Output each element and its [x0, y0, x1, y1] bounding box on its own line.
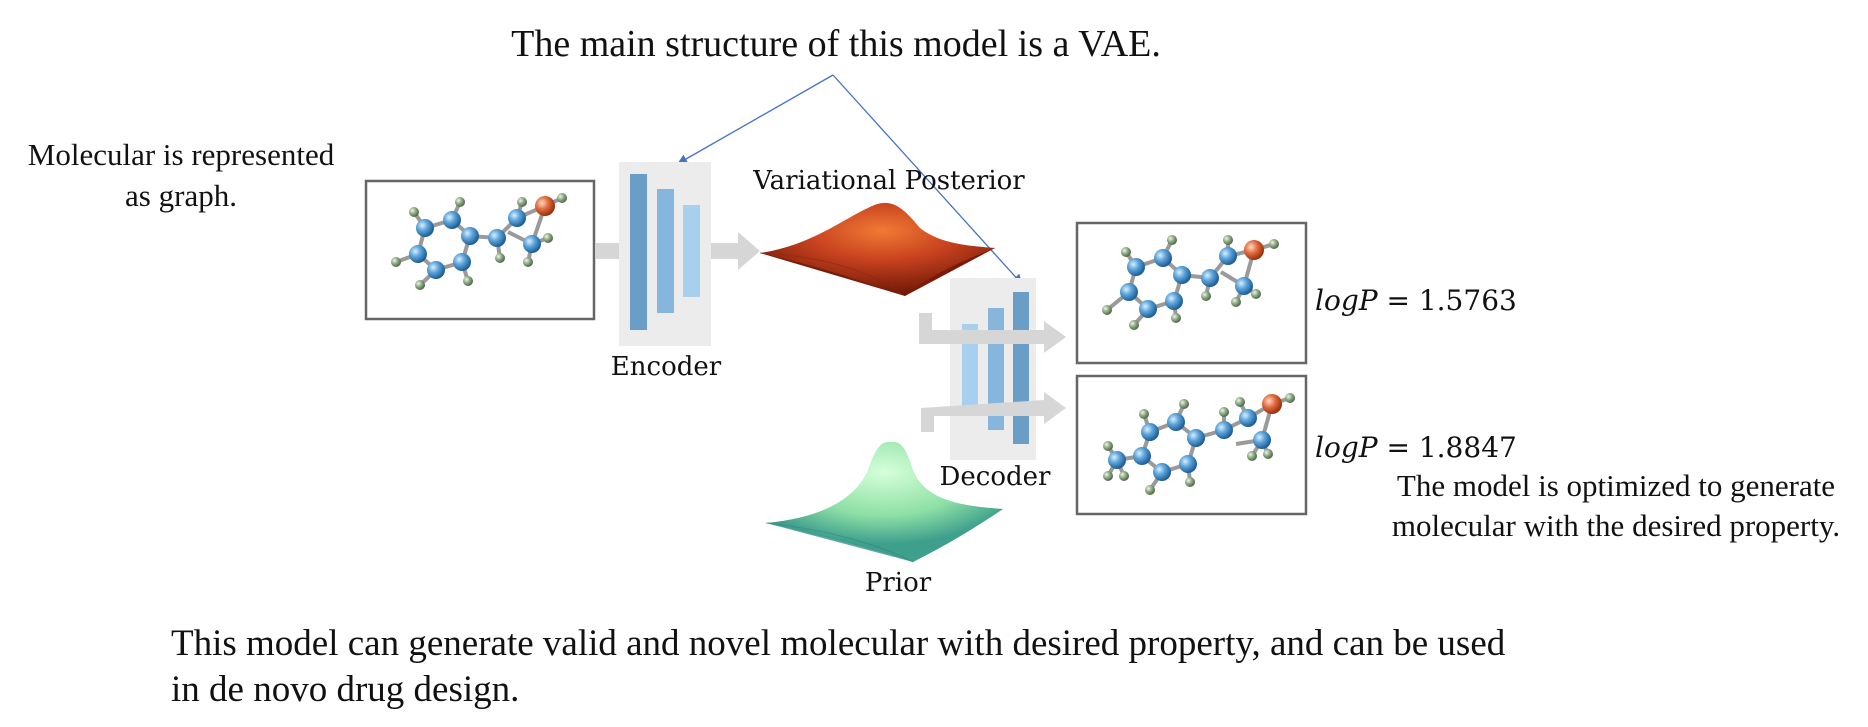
graph-representation-note: Molecular is represented as graph. [0, 134, 362, 216]
posterior-distribution [759, 202, 995, 297]
encoder-layer-1 [630, 174, 647, 330]
input-molecule [391, 193, 567, 290]
output-2-logp: logP = 1.8847 [1315, 431, 1517, 464]
summary-note-line-1: This model can generate valid and novel … [171, 623, 1506, 664]
input-molecule-box [364, 179, 596, 321]
arrow-to-encoder [677, 74, 834, 164]
encoder-layer-2 [657, 189, 674, 313]
logp-symbol-2: logP [1315, 431, 1378, 464]
decoder-layer-3 [1013, 292, 1029, 444]
encoder-layer-3 [683, 205, 700, 297]
decoder-block [950, 278, 1036, 460]
optimization-note-line-2: molecular with the desired property. [1391, 508, 1841, 543]
output-molecule-box-1 [1075, 221, 1308, 365]
posterior-label: Variational Posterior [753, 166, 1025, 196]
encoder-block [619, 162, 711, 346]
graph-note-line-2: as graph. [125, 178, 237, 213]
encoder-label: Encoder [610, 352, 722, 382]
output-molecule-box-2 [1075, 374, 1308, 516]
prior-distribution [765, 441, 1003, 563]
logp-value-1: = 1.5763 [1386, 284, 1517, 317]
optimization-note: The model is optimized to generate molec… [1366, 466, 1866, 546]
output-1-logp: logP = 1.5763 [1315, 284, 1517, 317]
decoder-flow-arrows [919, 313, 1066, 432]
decoder-layer-1 [962, 324, 978, 414]
graph-note-line-1: Molecular is represented [27, 137, 335, 172]
decoder-label: Decoder [939, 462, 1051, 492]
summary-note-line-2: in de novo drug design. [171, 669, 520, 710]
logp-symbol-1: logP [1315, 284, 1378, 317]
prior-label: Prior [864, 568, 932, 598]
logp-value-2: = 1.8847 [1386, 431, 1517, 464]
summary-note: This model can generate valid and novel … [171, 621, 1771, 713]
diagram-title: The main structure of this model is a VA… [511, 23, 1161, 65]
optimization-note-line-1: The model is optimized to generate [1396, 468, 1836, 503]
